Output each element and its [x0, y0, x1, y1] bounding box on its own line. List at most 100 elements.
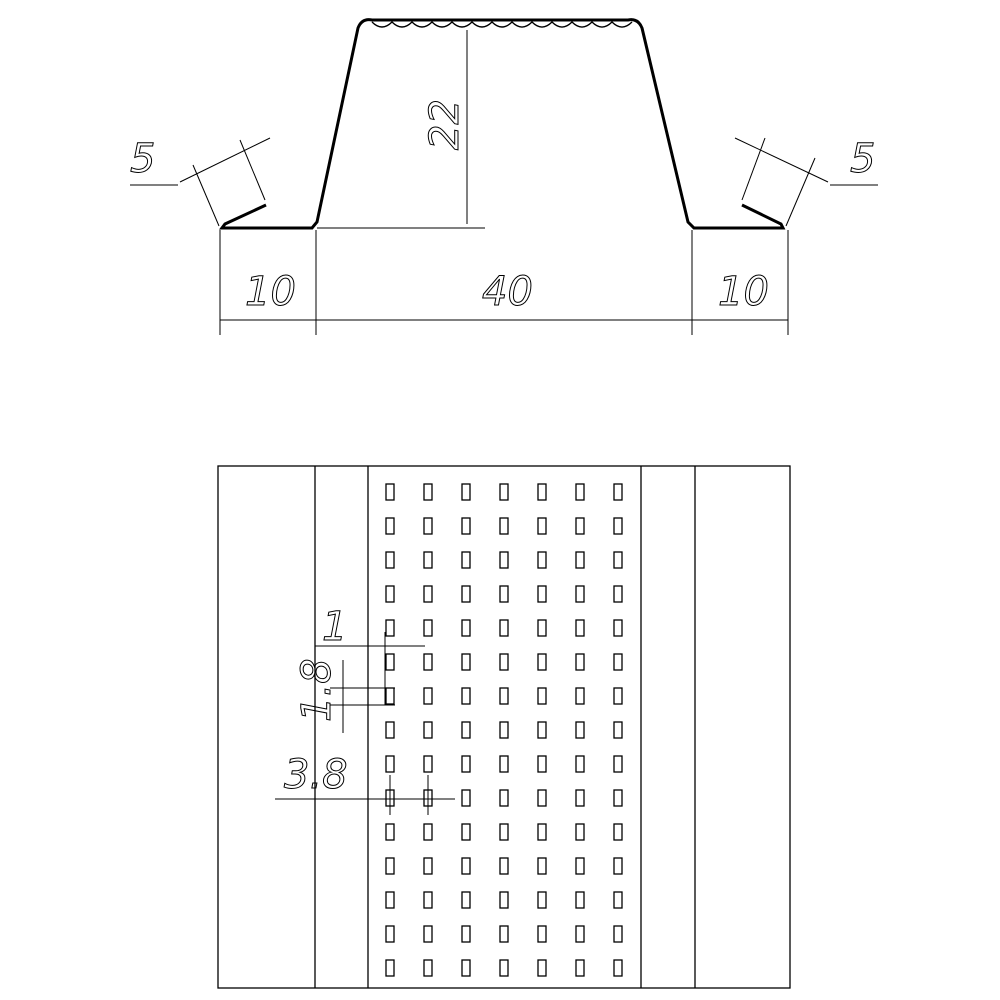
perforation-hole	[613, 517, 623, 535]
perforation-hole	[613, 959, 623, 977]
perforation-hole	[461, 857, 471, 875]
lip-right-label: 5	[850, 136, 875, 182]
perforation-hole	[499, 925, 509, 943]
perforation-hole	[461, 959, 471, 977]
perforation-hole	[385, 891, 395, 909]
perforation-hole	[423, 551, 433, 569]
perforation-hole	[461, 653, 471, 671]
perforation-hole	[461, 585, 471, 603]
perforation-hole	[499, 891, 509, 909]
perforation-hole	[461, 925, 471, 943]
perforation-hole	[537, 483, 547, 501]
perforation-hole	[385, 925, 395, 943]
perforation-hole	[461, 721, 471, 739]
perforation-hole	[461, 619, 471, 637]
perforation-hole	[537, 653, 547, 671]
perforation-hole	[575, 925, 585, 943]
perforation-hole	[499, 653, 509, 671]
perforation-hole	[423, 687, 433, 705]
perforation-hole	[575, 517, 585, 535]
perforation-hole	[423, 925, 433, 943]
plan-view: 1 1.8 3.8	[217, 465, 791, 989]
perforation-hole	[499, 483, 509, 501]
perforation-hole	[613, 585, 623, 603]
perforation-hole	[385, 755, 395, 773]
perforation-hole	[537, 959, 547, 977]
perforation-hole	[537, 755, 547, 773]
perforation-hole	[423, 483, 433, 501]
perforation-hole	[613, 687, 623, 705]
lip-left-dimension: 5	[130, 136, 271, 227]
crest-corrugation	[371, 21, 633, 28]
perforation-hole	[613, 789, 623, 807]
perforation-grid	[385, 483, 623, 977]
perforation-hole	[537, 687, 547, 705]
perforation-hole	[575, 721, 585, 739]
perforation-hole	[423, 619, 433, 637]
perforation-hole	[575, 857, 585, 875]
perforation-hole	[575, 483, 585, 501]
perforation-hole	[461, 823, 471, 841]
perforation-hole	[385, 517, 395, 535]
hole-pitch-label: 3.8	[284, 752, 348, 798]
perforation-hole	[461, 687, 471, 705]
perforation-hole	[499, 619, 509, 637]
perforation-hole	[613, 925, 623, 943]
perforation-hole	[537, 891, 547, 909]
perforation-hole	[613, 653, 623, 671]
perforation-hole	[499, 517, 509, 535]
perforation-hole	[423, 959, 433, 977]
perforation-hole	[423, 755, 433, 773]
perforation-hole	[613, 551, 623, 569]
flange-right-label: 10	[718, 269, 769, 315]
perforation-hole	[461, 789, 471, 807]
perforation-hole	[613, 619, 623, 637]
flange-left-label: 10	[245, 269, 296, 315]
perforation-hole	[537, 721, 547, 739]
perforation-hole	[537, 789, 547, 807]
perforation-hole	[385, 551, 395, 569]
perforation-hole	[537, 619, 547, 637]
perforation-hole	[385, 585, 395, 603]
profile-outline	[219, 18, 786, 230]
perforation-hole	[423, 517, 433, 535]
perforation-hole	[499, 823, 509, 841]
perforation-hole	[385, 959, 395, 977]
perforation-hole	[423, 857, 433, 875]
perforation-hole	[537, 925, 547, 943]
perforation-hole	[537, 857, 547, 875]
perforation-hole	[461, 891, 471, 909]
perforation-hole	[575, 619, 585, 637]
perforation-hole	[575, 789, 585, 807]
hole-width-label: 1	[322, 604, 347, 650]
perforation-hole	[613, 483, 623, 501]
perforation-hole	[423, 891, 433, 909]
perforation-hole	[385, 653, 395, 671]
perforation-hole	[575, 551, 585, 569]
height-dimension-label: 22	[422, 99, 468, 150]
perforation-hole	[499, 551, 509, 569]
perforation-hole	[575, 755, 585, 773]
perforation-hole	[499, 721, 509, 739]
perforation-hole	[575, 823, 585, 841]
perforation-hole	[385, 721, 395, 739]
perforation-hole	[613, 721, 623, 739]
perforation-hole	[385, 857, 395, 875]
perforation-hole	[385, 619, 395, 637]
perforation-hole	[385, 483, 395, 501]
perforation-hole	[575, 959, 585, 977]
perforation-hole	[613, 823, 623, 841]
perforation-hole	[575, 653, 585, 671]
perforation-hole	[461, 551, 471, 569]
perforation-hole	[613, 891, 623, 909]
perforation-hole	[385, 823, 395, 841]
perforation-hole	[575, 891, 585, 909]
perforation-hole	[499, 687, 509, 705]
perforation-hole	[499, 959, 509, 977]
perforation-hole	[423, 721, 433, 739]
hole-height-label: 1.8	[294, 658, 340, 722]
perforation-hole	[461, 517, 471, 535]
bottom-dimensions: 10 40 10	[219, 230, 789, 335]
perforation-hole	[423, 653, 433, 671]
